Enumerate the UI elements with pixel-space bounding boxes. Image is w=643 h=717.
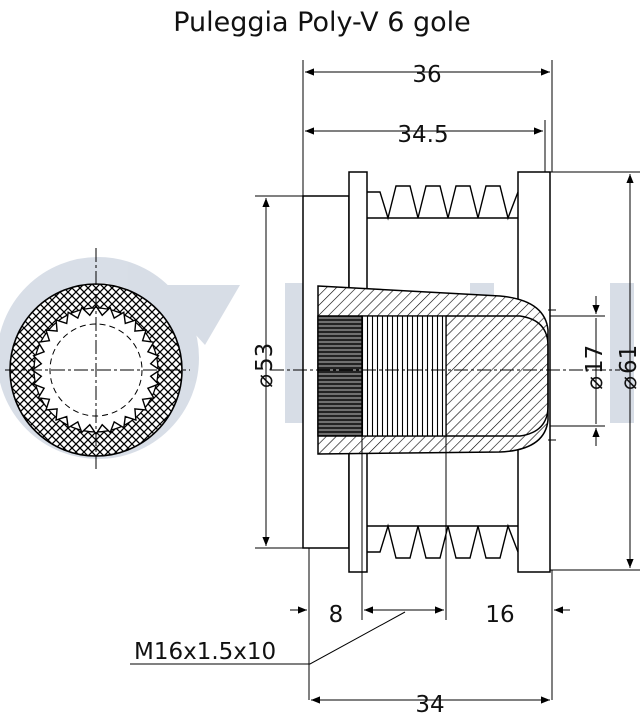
dim-diameter-61: 61	[616, 345, 642, 374]
dim-diameter-17-group: ⌀ 17	[582, 345, 608, 390]
diameter-symbol-17: ⌀	[582, 376, 608, 390]
dim-overall-length: 36	[412, 62, 441, 88]
dim-diameter-53-group: ⌀ 53	[252, 343, 278, 388]
dim-thread-depth: 16	[485, 602, 514, 628]
dim-body-length: 34.5	[397, 122, 448, 148]
dim-left-offset: 8	[329, 602, 344, 628]
dim-diameter-17: 17	[582, 345, 608, 374]
pulley-section	[270, 171, 620, 573]
dimension-lines	[130, 60, 640, 704]
dim-diameter-61-group: ⌀ 61	[616, 345, 642, 390]
drawing-title: Puleggia Poly-V 6 gole	[173, 7, 471, 38]
dim-thread-spec: M16x1.5x10	[134, 639, 276, 665]
diameter-symbol-61: ⌀	[616, 376, 642, 390]
front-view	[5, 248, 190, 470]
dim-diameter-53: 53	[252, 343, 278, 372]
dim-bottom-length: 34	[415, 692, 444, 717]
diameter-symbol-53: ⌀	[252, 374, 278, 388]
